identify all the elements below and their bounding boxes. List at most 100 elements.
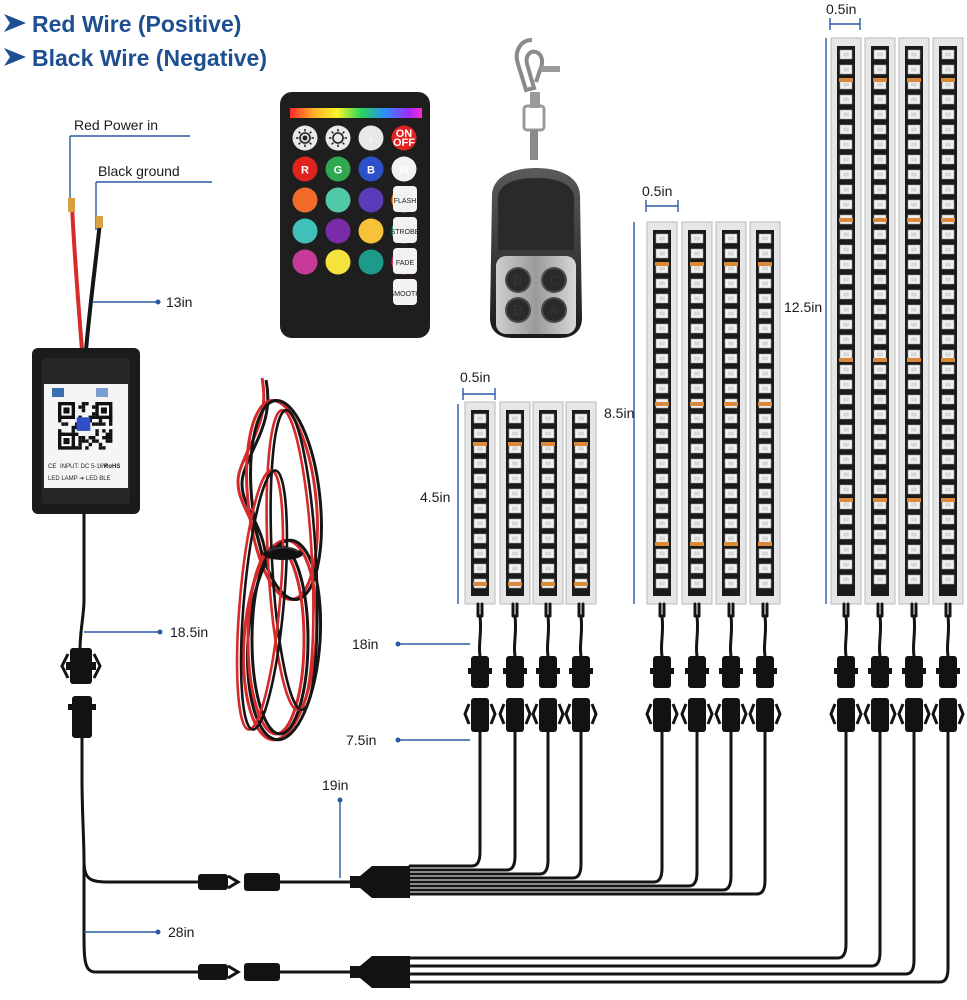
- splitter-wire: [408, 762, 664, 884]
- led-strip: [748, 221, 782, 766]
- color-button: [358, 218, 384, 244]
- connector-female: [905, 698, 923, 732]
- mode-label: FADE: [396, 260, 415, 267]
- long-strip-width: 0.5in: [826, 1, 856, 17]
- remote-button-label: W: [399, 165, 410, 177]
- remote-button: R: [292, 156, 318, 182]
- power-lead: Red Power in Black ground 13in: [68, 117, 212, 351]
- led-strip: [863, 37, 897, 766]
- connector-female: [506, 698, 524, 732]
- power-lead-length: 13in: [166, 294, 192, 310]
- splitter-wire: [408, 762, 767, 896]
- splitter-wire: [408, 762, 517, 872]
- connector-female: [539, 698, 557, 732]
- color-button: [325, 187, 351, 213]
- remote-button: [358, 187, 384, 213]
- remote-button: [292, 125, 318, 151]
- color-button: [358, 156, 384, 182]
- mode-button: STROBE: [391, 217, 420, 243]
- color-button: [391, 156, 417, 182]
- connector-female: [471, 698, 489, 732]
- splitter-wire: [408, 762, 950, 984]
- medium-strip-width: 0.5in: [642, 183, 672, 199]
- splitter-wire: [408, 762, 882, 968]
- controller-lead-length: 18.5in: [170, 624, 208, 640]
- led-strip: [897, 37, 931, 766]
- splitter-lower: [198, 956, 410, 988]
- led-strip: [714, 221, 748, 766]
- led-strip: [645, 221, 679, 766]
- connector-female: [688, 698, 706, 732]
- output-label: LED LAMP ➔ LED BLE: [48, 476, 111, 482]
- splitter-dimension: 19in: [322, 777, 348, 878]
- keyfob-button-label: D: [513, 272, 523, 288]
- led-strip: [531, 401, 565, 766]
- keyfob-button-label: C: [549, 272, 559, 288]
- rohs-mark: RoHS: [104, 464, 120, 470]
- remote-button-label: B: [367, 165, 375, 177]
- remote-button: [358, 249, 384, 275]
- rainbow-strip: [290, 108, 422, 118]
- splitter-wire: [408, 762, 583, 880]
- color-button: [292, 187, 318, 213]
- led-strip: [829, 37, 863, 766]
- splitter-wire: [408, 762, 848, 960]
- long-strip-length: 12.5in: [784, 299, 822, 315]
- remote-button: [358, 218, 384, 244]
- connector-female: [837, 698, 855, 732]
- app-icon: [96, 388, 108, 397]
- remote-button: [325, 187, 351, 213]
- splitter-wire: [408, 762, 550, 876]
- extension-length: 7.5in: [346, 732, 376, 748]
- mode-label: STROBE: [391, 229, 420, 236]
- color-button: [325, 156, 351, 182]
- connector-female: [653, 698, 671, 732]
- color-button: [325, 218, 351, 244]
- branch-lead-length: 28in: [168, 924, 194, 940]
- brightness-down-icon: [332, 132, 344, 144]
- legend: Red Wire (Positive) Black Wire (Negative…: [4, 11, 267, 71]
- arrow-icon: [4, 48, 26, 66]
- remote-button: [325, 125, 351, 151]
- splitter-wire: [408, 762, 482, 868]
- color-button: [358, 249, 384, 275]
- short-strip-length: 4.5in: [420, 489, 450, 505]
- splitter-wire: [408, 762, 916, 976]
- mode-label: FLASH: [394, 198, 417, 205]
- ce-mark: CE: [48, 464, 56, 470]
- app-icon: [52, 388, 64, 397]
- color-button: [292, 218, 318, 244]
- controller-box: CE INPUT: DC 5-16V RoHS LED LAMP ➔ LED B…: [32, 348, 140, 514]
- led-strip: [463, 401, 497, 766]
- led-strip: [564, 401, 598, 766]
- splitter-lead-length: 19in: [322, 777, 348, 793]
- remote-button: [292, 218, 318, 244]
- power-button-label: ON: [396, 128, 413, 140]
- color-button: [358, 187, 384, 213]
- keyfob-button: C: [541, 267, 567, 293]
- medium-strip-length: 8.5in: [604, 405, 634, 421]
- keyfob-button: D: [505, 267, 531, 293]
- keyfob-remote: D C B A: [490, 38, 582, 338]
- strip-dimensions: 0.5in 4.5in 0.5in 8.5in 0.5in 12.5in 18i…: [346, 1, 861, 748]
- connector-female: [72, 696, 92, 738]
- remote-button: G: [325, 156, 351, 182]
- remote-button: [325, 249, 351, 275]
- remote-button: ♪: [358, 125, 384, 151]
- connector-female: [756, 698, 774, 732]
- red-power-label: Red Power in: [74, 117, 158, 133]
- input-rating: INPUT: DC 5-16V: [60, 464, 107, 470]
- keyfob-button: B: [505, 297, 531, 323]
- power-icon: [391, 125, 417, 151]
- splitter-wire: [408, 762, 699, 888]
- connector-female: [871, 698, 889, 732]
- brightness-up-icon: [299, 132, 311, 144]
- arrow-icon: [4, 14, 26, 32]
- remote-button: W: [391, 156, 417, 182]
- keyfob-button-label: A: [549, 302, 559, 318]
- splitter-upper: [198, 866, 410, 898]
- power-button-label: OFF: [393, 137, 415, 149]
- black-ground-label: Black ground: [98, 163, 180, 179]
